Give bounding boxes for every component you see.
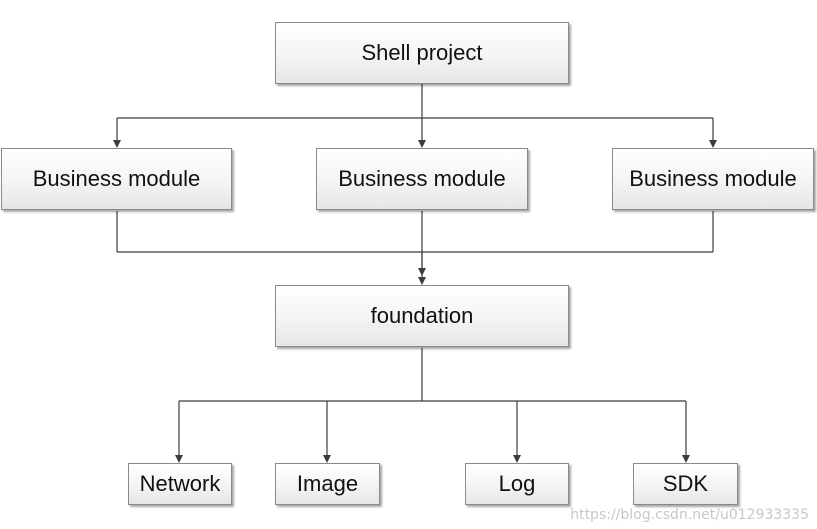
log-label: Log	[498, 471, 536, 496]
business-module-label-1: Business module	[32, 166, 201, 191]
business-module-node-3: Business module	[612, 148, 814, 210]
image-label: Image	[296, 471, 359, 496]
shell-project-node: Shell project	[275, 22, 569, 84]
network-label: Network	[139, 471, 221, 496]
sdk-node: SDK	[633, 463, 738, 505]
business-module-label-2: Business module	[338, 166, 506, 191]
business-module-node-2: Business module	[316, 148, 528, 210]
foundation-label: foundation	[370, 303, 474, 328]
shell-project-label: Shell project	[361, 40, 483, 65]
foundation-node: foundation	[275, 285, 569, 347]
watermark-text: https://blog.csdn.net/u012933335	[570, 507, 809, 523]
log-node: Log	[465, 463, 569, 505]
sdk-label: SDK	[662, 471, 709, 496]
image-node: Image	[275, 463, 380, 505]
network-node: Network	[128, 463, 232, 505]
business-module-label-3: Business module	[629, 166, 797, 191]
business-module-node-1: Business module	[1, 148, 232, 210]
